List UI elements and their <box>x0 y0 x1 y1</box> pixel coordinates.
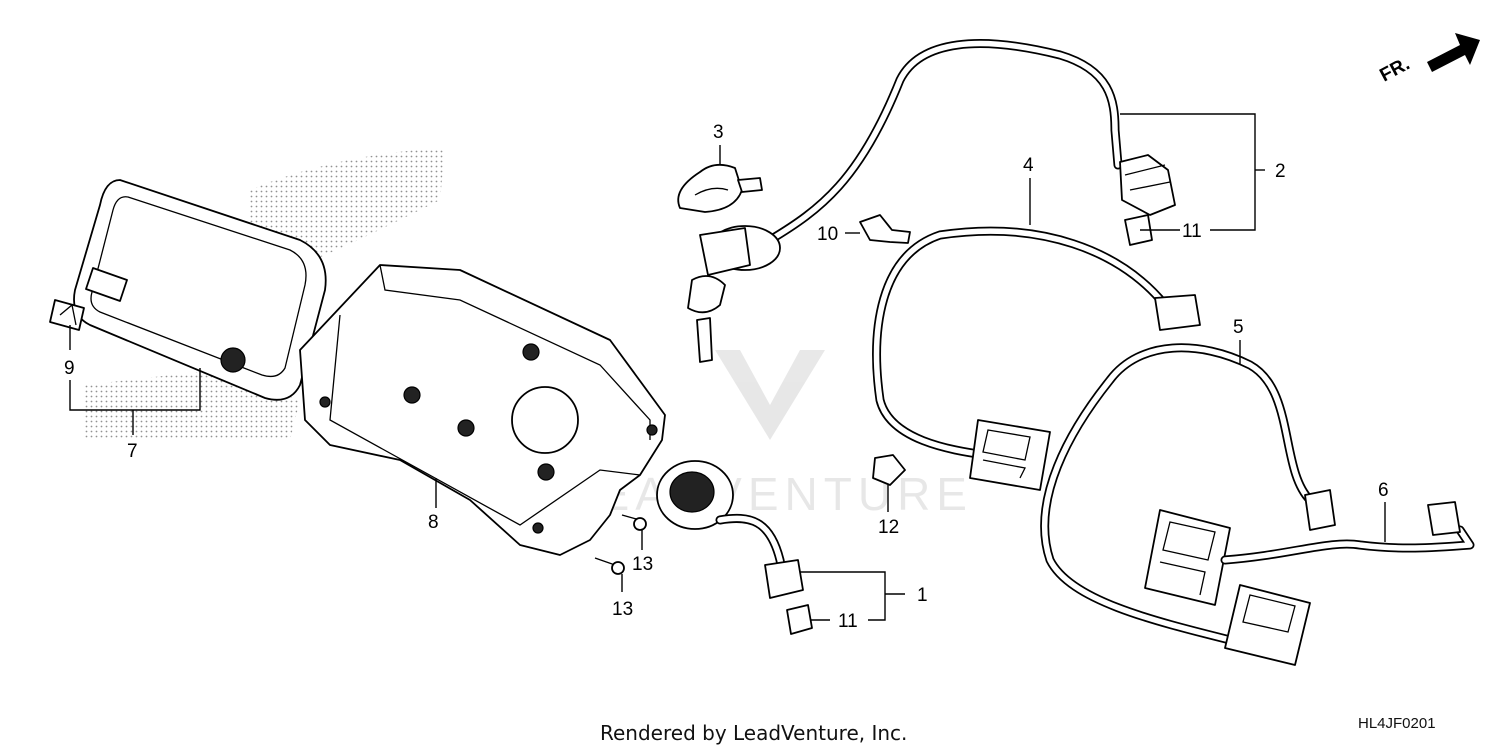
callout-1: 1 <box>917 585 928 606</box>
callout-6: 6 <box>1378 480 1389 501</box>
footer-credit: Rendered by LeadVenture, Inc. <box>600 721 907 745</box>
svg-text:FR.: FR. <box>1376 54 1413 87</box>
callout-11-lower: 11 <box>838 611 858 632</box>
callout-10: 10 <box>817 224 838 245</box>
diagram-code: HL4JF0201 <box>1358 715 1436 732</box>
callout-9: 9 <box>64 358 75 379</box>
callout-5: 5 <box>1233 317 1244 338</box>
meter-case <box>299 264 666 556</box>
meter-cover <box>49 179 327 401</box>
callout-13-lower: 13 <box>612 599 633 620</box>
callout-13-upper: 13 <box>632 554 653 575</box>
screws-13 <box>594 514 647 575</box>
callout-11-upper: 11 <box>1182 221 1202 242</box>
sensor-10 <box>859 214 911 244</box>
ignition-key <box>677 163 763 213</box>
sub-harness-5 <box>1040 343 1336 666</box>
callout-2: 2 <box>1275 161 1286 182</box>
callout-4: 4 <box>1023 155 1034 176</box>
callout-8: 8 <box>428 512 439 533</box>
callout-7: 7 <box>127 441 138 462</box>
callout-12: 12 <box>878 517 899 538</box>
leader-lines <box>69 113 1386 621</box>
front-direction-indicator: FR. <box>1376 33 1480 86</box>
callouts: 1 2 3 4 5 6 7 8 9 10 11 11 12 13 13 <box>64 122 1389 632</box>
callout-3: 3 <box>713 122 724 143</box>
connector-2 <box>1119 154 1176 246</box>
sub-harness-4 <box>872 226 1201 491</box>
ignition-switch-harness <box>656 39 1123 635</box>
sub-harness-6 <box>1220 501 1475 565</box>
